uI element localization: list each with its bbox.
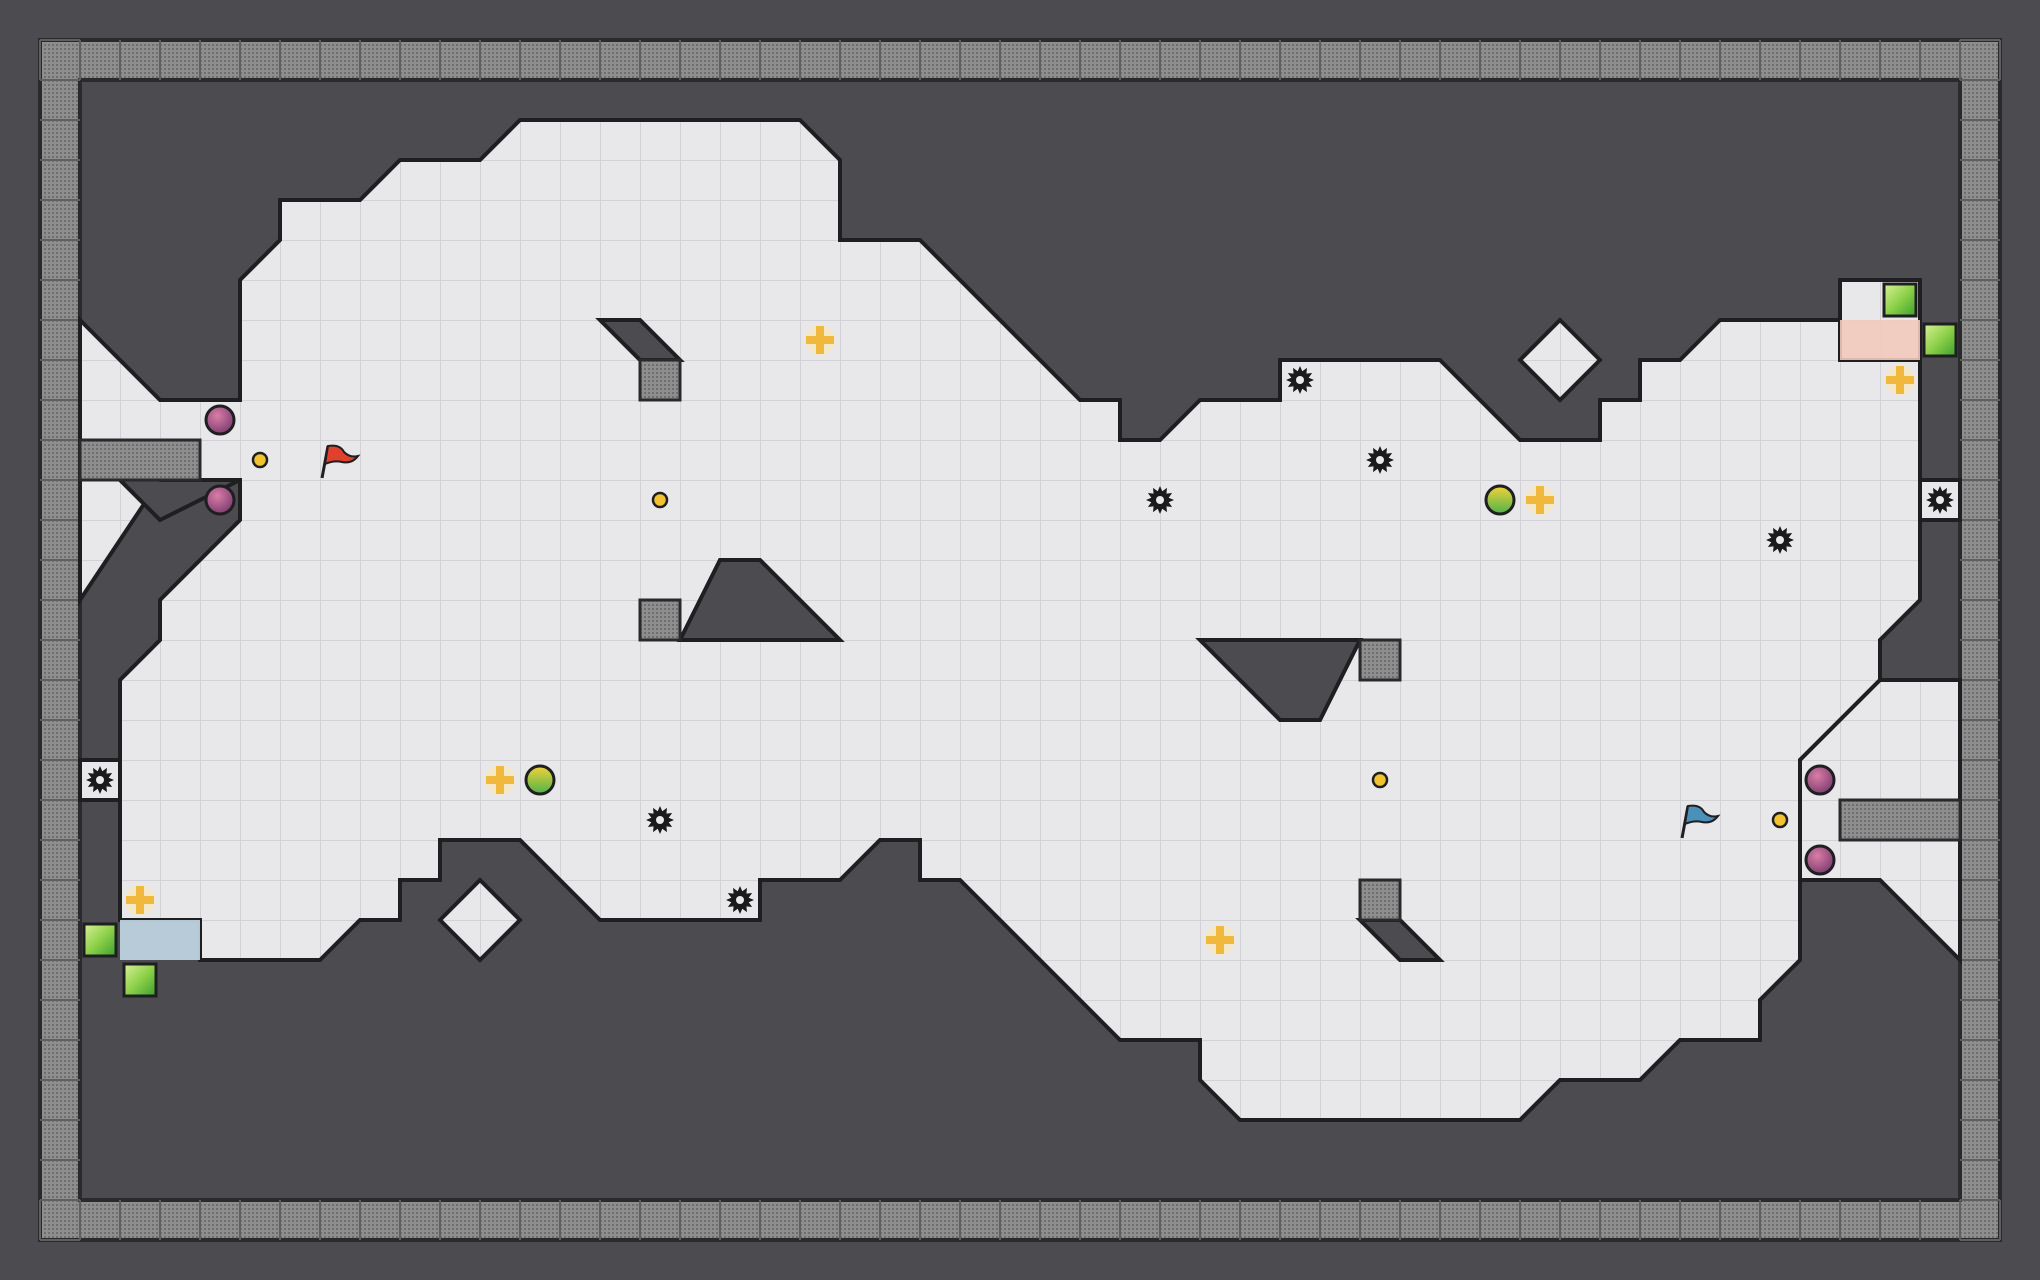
red-base-zone (1840, 320, 1920, 360)
gate-row-left (78, 438, 202, 482)
yellow-button-icon[interactable] (1771, 811, 1789, 829)
portals (82, 282, 1958, 998)
bomb-icon[interactable] (204, 484, 236, 516)
blue-base-zone (120, 920, 200, 960)
spike-mine-icon[interactable] (646, 806, 674, 834)
yellow-button-icon[interactable] (651, 491, 669, 509)
gold-plus-powerup-icon[interactable] (125, 885, 155, 915)
green-portal-icon[interactable] (1922, 322, 1958, 358)
green-portal-icon[interactable] (1882, 282, 1918, 318)
gate-block (638, 598, 682, 642)
gold-plus-powerup-icon[interactable] (1885, 365, 1915, 395)
powerups (125, 325, 1915, 955)
buttons (251, 451, 1789, 829)
floor (78, 118, 1922, 1122)
spikes (86, 366, 1954, 914)
gate-block (638, 358, 682, 402)
bomb-icon[interactable] (1804, 764, 1836, 796)
gate-row-right (1838, 798, 1962, 842)
bomb-icon[interactable] (1804, 844, 1836, 876)
green-portal-icon[interactable] (82, 922, 118, 958)
speed-boost-icon[interactable] (1484, 484, 1516, 516)
green-portal-icon[interactable] (122, 962, 158, 998)
yellow-button-icon[interactable] (1371, 771, 1389, 789)
gate-block (1358, 638, 1402, 682)
spike-mine-icon[interactable] (86, 766, 114, 794)
spike-mine-icon[interactable] (1146, 486, 1174, 514)
gate-block (1358, 878, 1402, 922)
bomb-icon[interactable] (204, 404, 236, 436)
yellow-button-icon[interactable] (251, 451, 269, 469)
spike-mine-icon[interactable] (1766, 526, 1794, 554)
gate-blocks (78, 358, 1962, 922)
gold-plus-powerup-icon[interactable] (1205, 925, 1235, 955)
spike-mine-icon[interactable] (1366, 446, 1394, 474)
gold-plus-powerup-icon[interactable] (1525, 485, 1555, 515)
speed-boost-icon[interactable] (524, 764, 556, 796)
spike-mine-icon[interactable] (1286, 366, 1314, 394)
gold-plus-powerup-icon[interactable] (805, 325, 835, 355)
boosts (524, 484, 1516, 796)
spike-mine-icon[interactable] (726, 886, 754, 914)
red-flag-icon[interactable] (320, 444, 361, 479)
bombs (204, 404, 1836, 876)
spike-mine-icon[interactable] (1926, 486, 1954, 514)
blue-flag-icon[interactable] (1680, 804, 1721, 839)
gold-plus-powerup-icon[interactable] (485, 765, 515, 795)
